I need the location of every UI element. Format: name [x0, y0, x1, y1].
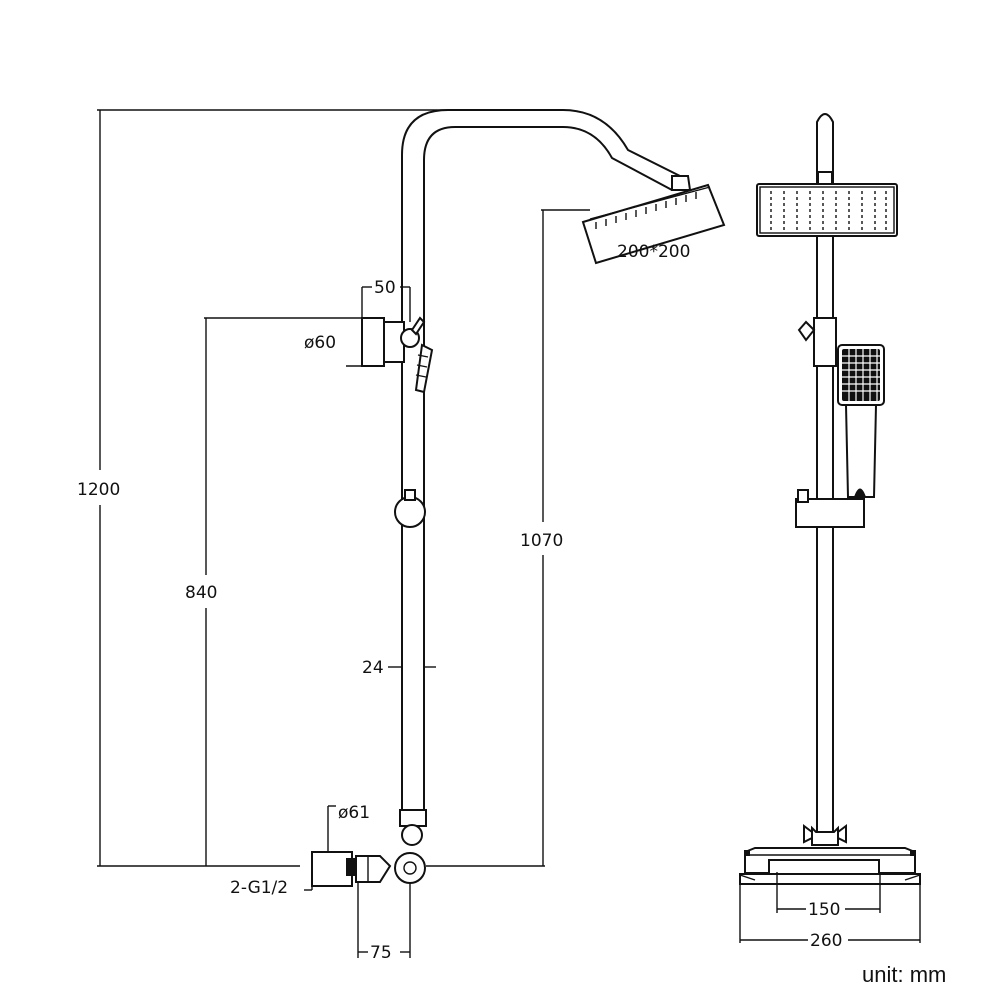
dim-150: 150 — [776, 872, 881, 920]
lower-connector — [399, 809, 427, 827]
dim-50: 50 — [361, 278, 411, 322]
riser-pipe — [401, 109, 689, 811]
front-riser-pipe — [816, 113, 834, 846]
head-size-label: 200*200 — [617, 242, 690, 262]
slider-knob-cap — [404, 489, 416, 501]
dim-1070: 1070 — [426, 209, 590, 867]
dim-1070-label: 1070 — [520, 531, 563, 551]
front-holder-lever — [797, 320, 816, 342]
dim-840: 840 — [185, 317, 362, 866]
front-lower-tee — [803, 824, 813, 844]
dim-75: 75 — [357, 882, 411, 963]
rain-shower-head — [581, 183, 726, 265]
dim-phi60: ø60 — [304, 333, 384, 367]
front-slide-knob — [797, 489, 809, 503]
dim-24-label: 24 — [362, 658, 384, 678]
dim-phi61: ø61 — [327, 803, 370, 852]
dim-1200: 1200 — [77, 109, 448, 867]
dim-260-label: 260 — [810, 931, 842, 951]
front-holder — [813, 317, 837, 367]
head-joint — [671, 175, 692, 191]
handheld-shower — [837, 344, 885, 498]
dim-phi61-label: ø61 — [338, 803, 370, 823]
slider-knob — [394, 496, 426, 528]
dim-g12-label: 2-G1/2 — [230, 878, 288, 898]
valve-side — [311, 851, 426, 887]
dim-50-label: 50 — [374, 278, 396, 298]
dim-1200-label: 1200 — [77, 480, 120, 500]
front-rain-head — [756, 171, 898, 237]
front-view: 150 260 — [739, 113, 921, 951]
dim-840-label: 840 — [185, 583, 217, 603]
unit-label: unit: mm — [862, 962, 946, 987]
front-lower-tee-r — [837, 824, 847, 844]
riser-pipe-inner — [423, 126, 673, 811]
holder-bracket — [361, 316, 434, 394]
dim-24: 24 — [362, 658, 436, 678]
dim-75-label: 75 — [370, 943, 392, 963]
dim-150-label: 150 — [808, 900, 840, 920]
lower-nut — [401, 824, 423, 846]
front-slide-holder — [795, 498, 865, 528]
dim-260: 260 — [739, 884, 921, 951]
front-lower-fitting — [811, 825, 839, 846]
dim-g12: 2-G1/2 — [230, 870, 313, 898]
front-valve — [739, 847, 921, 885]
side-view: 200*200 — [77, 109, 726, 963]
dim-phi60-label: ø60 — [304, 333, 336, 353]
